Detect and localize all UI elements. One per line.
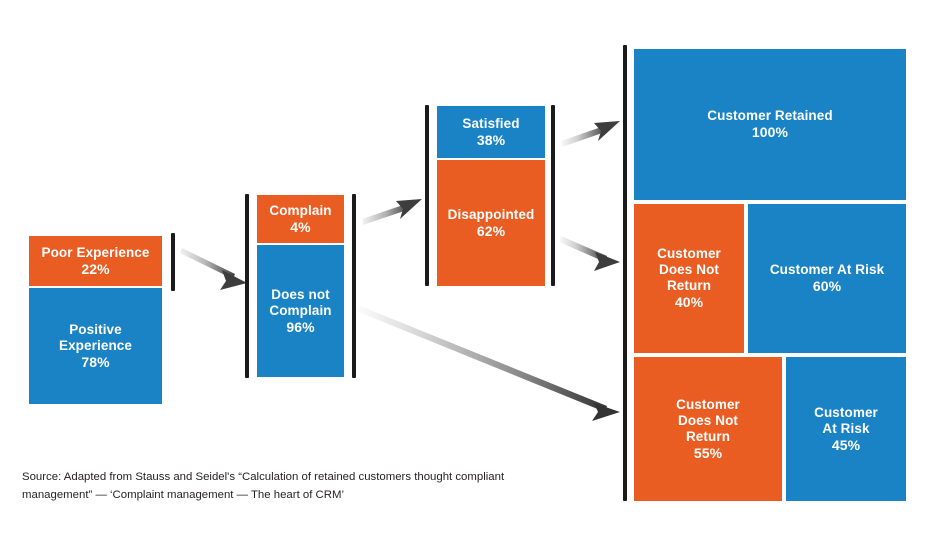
bar-label: Disappointed: [447, 206, 535, 222]
bar-value: 62%: [476, 222, 506, 239]
bracket-rule-complaint-right: [352, 194, 356, 378]
bracket-rule-resolution-right: [551, 105, 555, 286]
bar-complain[interactable]: Complain 4%: [257, 195, 344, 243]
bracket-rule-experience: [171, 233, 175, 291]
bar-label: Does not Complain: [269, 286, 332, 318]
source-note: Source: Adapted from Stauss and Seidel's…: [22, 471, 505, 502]
bar-value: 100%: [751, 124, 789, 141]
bar-value: 96%: [286, 318, 315, 335]
bar-value: 60%: [812, 278, 842, 295]
bracket-rule-complaint-left: [245, 194, 249, 378]
bar-label: Customer Does Not Return: [657, 246, 721, 294]
arrow-complain-to-resolution: [362, 199, 422, 225]
bar-customer-does-not-return-55[interactable]: Customer Does Not Return 55%: [634, 357, 782, 501]
arrow-disappointed-to-at-risk: [559, 236, 620, 271]
bar-label: Complain: [269, 202, 332, 218]
bar-label: Customer Does Not Return: [676, 396, 740, 444]
bracket-rule-resolution-left: [425, 105, 429, 286]
arrow-experience-to-complaint: [180, 248, 247, 290]
bar-customer-does-not-return-40[interactable]: Customer Does Not Return 40%: [634, 204, 744, 353]
bar-customer-at-risk-45[interactable]: Customer At Risk 45%: [786, 357, 906, 501]
bar-label: Customer At Risk: [769, 262, 885, 278]
bar-disappointed[interactable]: Disappointed 62%: [437, 160, 545, 286]
bar-label: Satisfied: [462, 115, 520, 131]
bar-value: 4%: [290, 218, 311, 235]
arrow-no-complaint-to-row3: [356, 305, 620, 421]
bar-positive-experience[interactable]: Positive Experience 78%: [29, 288, 162, 404]
bar-satisfied[interactable]: Satisfied 38%: [437, 106, 545, 158]
bar-customer-retained[interactable]: Customer Retained 100%: [634, 49, 906, 200]
bar-value: 40%: [674, 294, 704, 311]
bar-label: Poor Experience: [41, 244, 150, 260]
bar-label: Customer Retained: [707, 108, 833, 124]
bar-does-not-complain[interactable]: Does not Complain 96%: [257, 245, 344, 377]
bar-value: 45%: [831, 436, 861, 453]
bar-value: 78%: [81, 353, 110, 370]
bracket-rule-outcome: [623, 45, 627, 501]
arrow-satisfied-to-retained: [561, 121, 620, 147]
bar-value: 55%: [693, 444, 723, 461]
bar-value: 38%: [476, 131, 506, 148]
bar-label: Customer At Risk: [814, 404, 878, 436]
bar-value: 22%: [81, 260, 110, 277]
bar-poor-experience[interactable]: Poor Experience 22%: [29, 236, 162, 286]
bar-label: Positive Experience: [58, 321, 133, 353]
bar-customer-at-risk-60[interactable]: Customer At Risk 60%: [748, 204, 906, 353]
